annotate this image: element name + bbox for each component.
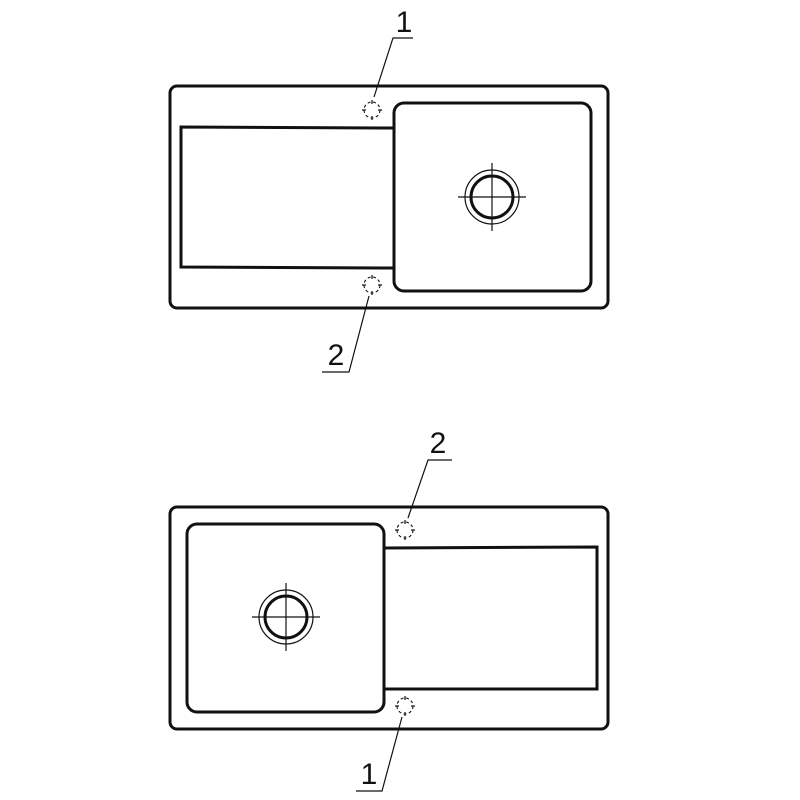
tap-hole-top <box>395 520 415 540</box>
sink-bowl <box>392 101 593 293</box>
callout-label: 1 <box>396 6 413 39</box>
tap-hole-top <box>362 100 382 120</box>
sink-outline <box>168 84 610 310</box>
sink-view-top: 1 2 <box>168 6 610 373</box>
callout-label: 2 <box>328 339 345 372</box>
drain-outlet <box>252 583 320 651</box>
drainer-area <box>179 125 394 270</box>
callout-bottom-lower: 1 <box>356 716 403 792</box>
sink-outline <box>168 505 610 731</box>
callout-label: 1 <box>361 758 378 791</box>
tap-hole-bottom <box>362 275 382 295</box>
callout-bottom-upper: 2 <box>407 427 452 519</box>
drain-outlet <box>458 163 526 231</box>
callout-label: 2 <box>430 427 447 460</box>
tap-hole-bottom <box>395 696 415 716</box>
callout-top-lower: 2 <box>322 295 370 373</box>
callout-top-upper: 1 <box>373 6 413 98</box>
sink-view-bottom: 2 1 <box>168 427 610 792</box>
sink-bowl <box>185 522 386 714</box>
drainer-area <box>384 545 599 691</box>
